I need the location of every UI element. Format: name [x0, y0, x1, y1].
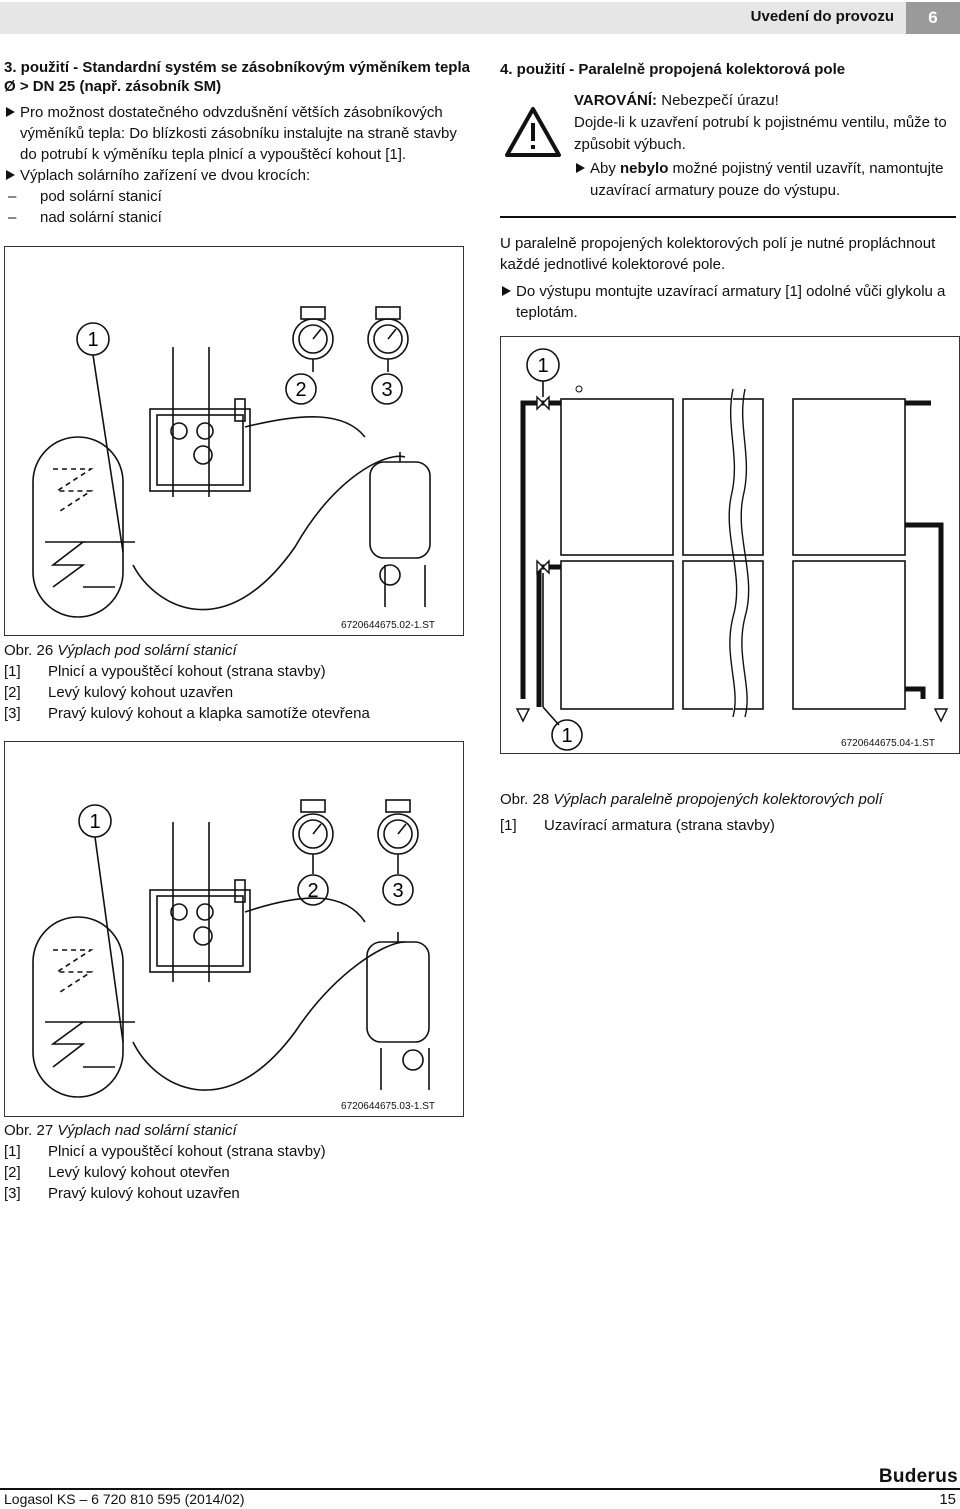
caption-number: Obr. 28 — [500, 791, 550, 808]
brand-logo: Buderus — [878, 1466, 958, 1487]
figure-id: 6720644675.02-1.ST — [341, 620, 435, 631]
header-bar — [0, 2, 906, 34]
legend-row: [2]Levý kulový kohout otevřen — [4, 1164, 230, 1181]
figure-27: 1 2 3 6720644675.03-1.ST — [4, 741, 464, 1117]
dash-above-station: nad solární stanicí — [4, 207, 474, 228]
warning-box: VAROVÁNÍ: Nebezpečí úrazu! Dojde-li k uz… — [500, 88, 956, 218]
warning-bullet: Aby nebylo možné pojistný ventil uzavřít… — [574, 158, 954, 202]
parallel-collectors-diagram: 1 1 — [515, 348, 949, 751]
callout-2: 2 — [295, 379, 306, 401]
bullet-venting: Pro možnost dostatečného odvzdušnění vět… — [4, 102, 474, 165]
warning-text: VAROVÁNÍ: Nebezpečí úrazu! Dojde-li k uz… — [574, 90, 954, 202]
figure-27-caption: Obr. 27 Výplach nad solární stanicí [1]P… — [4, 1120, 474, 1204]
chapter-number: 6 — [906, 2, 960, 34]
heading-use3: 3. použití - Standardní systém se zásobn… — [4, 59, 470, 95]
caption-number: Obr. 26 — [4, 642, 54, 659]
callout-1: 1 — [87, 329, 98, 351]
footer-divider — [0, 1488, 960, 1490]
figure-id: 6720644675.03-1.ST — [341, 1101, 435, 1112]
caption-text: Výplach nad solární stanicí — [57, 1122, 237, 1139]
flush-above-diagram: 1 2 3 — [32, 799, 430, 1098]
callout-3: 3 — [392, 880, 403, 902]
legend-row: [3]Pravý kulový kohout uzavřen — [4, 1185, 240, 1202]
flush-below-diagram: 1 2 3 — [32, 306, 431, 618]
caption-number: Obr. 27 — [4, 1122, 54, 1139]
warning-triangle-icon — [505, 107, 561, 157]
figure-28: 1 1 6720644675.04-1.ST — [500, 336, 960, 754]
figure-id: 6720644675.04-1.ST — [841, 738, 935, 749]
figure-26-caption: Obr. 26 Výplach pod solární stanicí [1]P… — [4, 640, 474, 724]
callout-1-top: 1 — [537, 355, 548, 377]
bullet-shutoff: Do výstupu montujte uzavírací armatury [… — [500, 281, 956, 323]
callout-3: 3 — [381, 379, 392, 401]
legend-row: [1]Uzavírací armatura (strana stavby) — [500, 817, 775, 834]
caption-text: Výplach paralelně propojených kolektorov… — [553, 791, 883, 808]
callout-1-bottom: 1 — [561, 725, 572, 747]
legend-row: [1]Plnicí a vypouštěcí kohout (strana st… — [4, 1143, 326, 1160]
page-number: 15 — [939, 1491, 956, 1508]
legend-row: [1]Plnicí a vypouštěcí kohout (strana st… — [4, 663, 326, 680]
dash-below-station: pod solární stanicí — [4, 186, 474, 207]
paragraph-parallel: U paralelně propojených kolektorových po… — [500, 235, 936, 273]
document-id: Logasol KS – 6 720 810 595 (2014/02) — [4, 1491, 245, 1507]
heading-use4: 4. použití - Paralelně propojená kolekto… — [500, 61, 846, 78]
legend-row: [2]Levý kulový kohout uzavřen — [4, 684, 234, 701]
legend-row: [3]Pravý kulový kohout a klapka samotíže… — [4, 705, 370, 722]
figure-28-caption: Obr. 28 Výplach paralelně propojených ko… — [500, 789, 956, 836]
callout-2: 2 — [307, 880, 318, 902]
figure-26: 1 2 3 6720644675.02-1.ST — [4, 246, 464, 636]
caption-text: Výplach pod solární stanicí — [57, 642, 237, 659]
warning-label: VAROVÁNÍ: — [574, 92, 658, 109]
callout-1: 1 — [89, 811, 100, 833]
bullet-two-steps: Výplach solárního zařízení ve dvou krocí… — [4, 165, 474, 186]
section-title: Uvedení do provozu — [750, 8, 894, 25]
left-text: 3. použití - Standardní systém se zásobn… — [4, 58, 474, 228]
